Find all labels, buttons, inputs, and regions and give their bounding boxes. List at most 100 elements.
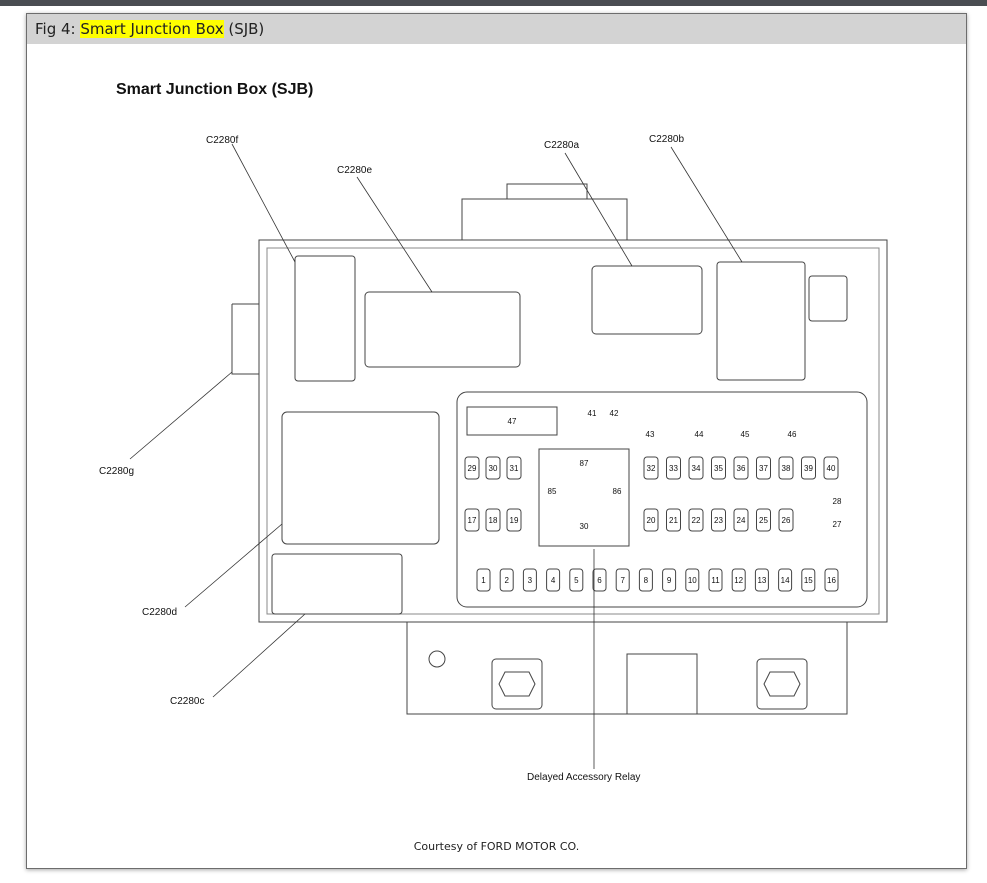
fuse-9-label: 9 [667, 576, 672, 585]
fuse-33-label: 33 [669, 464, 678, 473]
fuse-horizontal: 43 44 45 46 28 27 [646, 430, 842, 529]
fuse-21-body [666, 508, 681, 532]
fuse-25-label: 25 [759, 516, 768, 525]
bolt-left-hex [498, 671, 536, 697]
fuse-3-body [522, 568, 537, 592]
left-tab [231, 303, 259, 375]
fuse-45: 45 [741, 430, 750, 439]
fuse-26-body [778, 508, 794, 532]
bracket-notch [626, 653, 698, 714]
fuse-29-body [464, 456, 480, 480]
top-bar [0, 0, 987, 6]
fuse-1-label: 1 [481, 576, 486, 585]
connector-c2280f [294, 255, 356, 382]
fuse-16-label: 16 [827, 576, 836, 585]
fuse-6-body [592, 568, 607, 592]
fuse-23-body [711, 508, 726, 532]
caption-highlight: Smart Junction Box [80, 20, 224, 38]
fuse-35-label: 35 [714, 464, 723, 473]
connector-c2280g [281, 411, 440, 545]
fuse-15-body [801, 568, 816, 592]
relay-pin-85: 85 [548, 487, 557, 496]
module-outer [258, 239, 888, 623]
fuse-32-label: 32 [647, 464, 656, 473]
fuse-4-body [546, 568, 561, 592]
mount-hole [428, 650, 446, 668]
fuse-9-body [662, 568, 677, 592]
fuse-5-label: 5 [574, 576, 579, 585]
fuse-37-label: 37 [759, 464, 768, 473]
fuse-8-label: 8 [644, 576, 649, 585]
fuse-1-body [476, 568, 491, 592]
relay-box [538, 448, 630, 547]
fuse-38-label: 38 [782, 464, 791, 473]
fuse-12-body [731, 568, 746, 592]
fuse-6-label: 6 [597, 576, 602, 585]
sjb-diagram: Smart Junction Box (SJB) [99, 81, 888, 783]
fuse-2-body [499, 568, 514, 592]
fuse-34-label: 34 [692, 464, 701, 473]
fuse-41: 41 [588, 409, 597, 418]
fuse-3-label: 3 [528, 576, 533, 585]
fuse-42: 42 [610, 409, 619, 418]
fuse-24-label: 24 [737, 516, 746, 525]
fuse-20-label: 20 [647, 516, 656, 525]
fuse-38-body [778, 456, 794, 480]
fuse-33-body [666, 456, 681, 480]
fuse-18-label: 18 [489, 516, 498, 525]
label-c2280c: C2280c [170, 696, 204, 707]
connector-c2280e [364, 291, 521, 368]
bolt-right-hex [763, 671, 801, 697]
fuse-16-body [824, 568, 839, 592]
caption-prefix: Fig 4: [35, 20, 81, 38]
fuse-20-body [643, 508, 659, 532]
figure-caption: Fig 4: Smart Junction Box (SJB) [27, 14, 966, 44]
label-c2280a: C2280a [544, 140, 579, 151]
label-c2280e: C2280e [337, 165, 372, 176]
callout-line-c2280c [212, 613, 306, 698]
caption-text: Fig 4: Smart Junction Box (SJB) [35, 20, 264, 38]
label-c2280f: C2280f [206, 135, 238, 146]
fuse-7-body [615, 568, 630, 592]
fuse-18-body [485, 508, 501, 532]
fuse-11-body [708, 568, 723, 592]
fuse-14-body [778, 568, 793, 592]
fuse-47 [466, 406, 558, 436]
fuse-11-label: 11 [711, 576, 720, 585]
fuse-28: 28 [833, 497, 842, 506]
fuse-15-label: 15 [804, 576, 813, 585]
fuse-39-body [801, 456, 816, 480]
bolt-right [756, 658, 808, 710]
fuse-44: 44 [695, 430, 704, 439]
fuse-panel [456, 391, 868, 608]
fuse-43: 43 [646, 430, 655, 439]
fuse-40-body [823, 456, 839, 480]
fuse-34-body [688, 456, 704, 480]
callout-line-c2280f [231, 143, 296, 263]
bolt-left [491, 658, 543, 710]
fuse-30-body [485, 456, 501, 480]
fuse-12-label: 12 [734, 576, 743, 585]
fuse-22-label: 22 [692, 516, 701, 525]
fuse-29-label: 29 [468, 464, 477, 473]
fuse-22-body [688, 508, 704, 532]
fuse-31-body [506, 456, 522, 480]
fuse-14-label: 14 [781, 576, 790, 585]
fuse-26-label: 26 [782, 516, 791, 525]
fuse-37-body [756, 456, 771, 480]
fuse-21-label: 21 [669, 516, 678, 525]
fuse-32-body [643, 456, 659, 480]
fuse-8-body [638, 568, 653, 592]
callout-line-c2280g [129, 371, 233, 460]
connector-c2280d [271, 553, 403, 615]
label-c2280b: C2280b [649, 134, 684, 145]
relay-pin-86: 86 [613, 487, 622, 496]
fuse-31-label: 31 [510, 464, 519, 473]
top-tab-clip [506, 183, 588, 199]
relay-pin-30: 30 [580, 522, 589, 531]
fuse-10-label: 10 [688, 576, 697, 585]
label-c2280d: C2280d [142, 607, 177, 618]
fuse-36-body [733, 456, 749, 480]
fuse-27: 27 [833, 520, 842, 529]
